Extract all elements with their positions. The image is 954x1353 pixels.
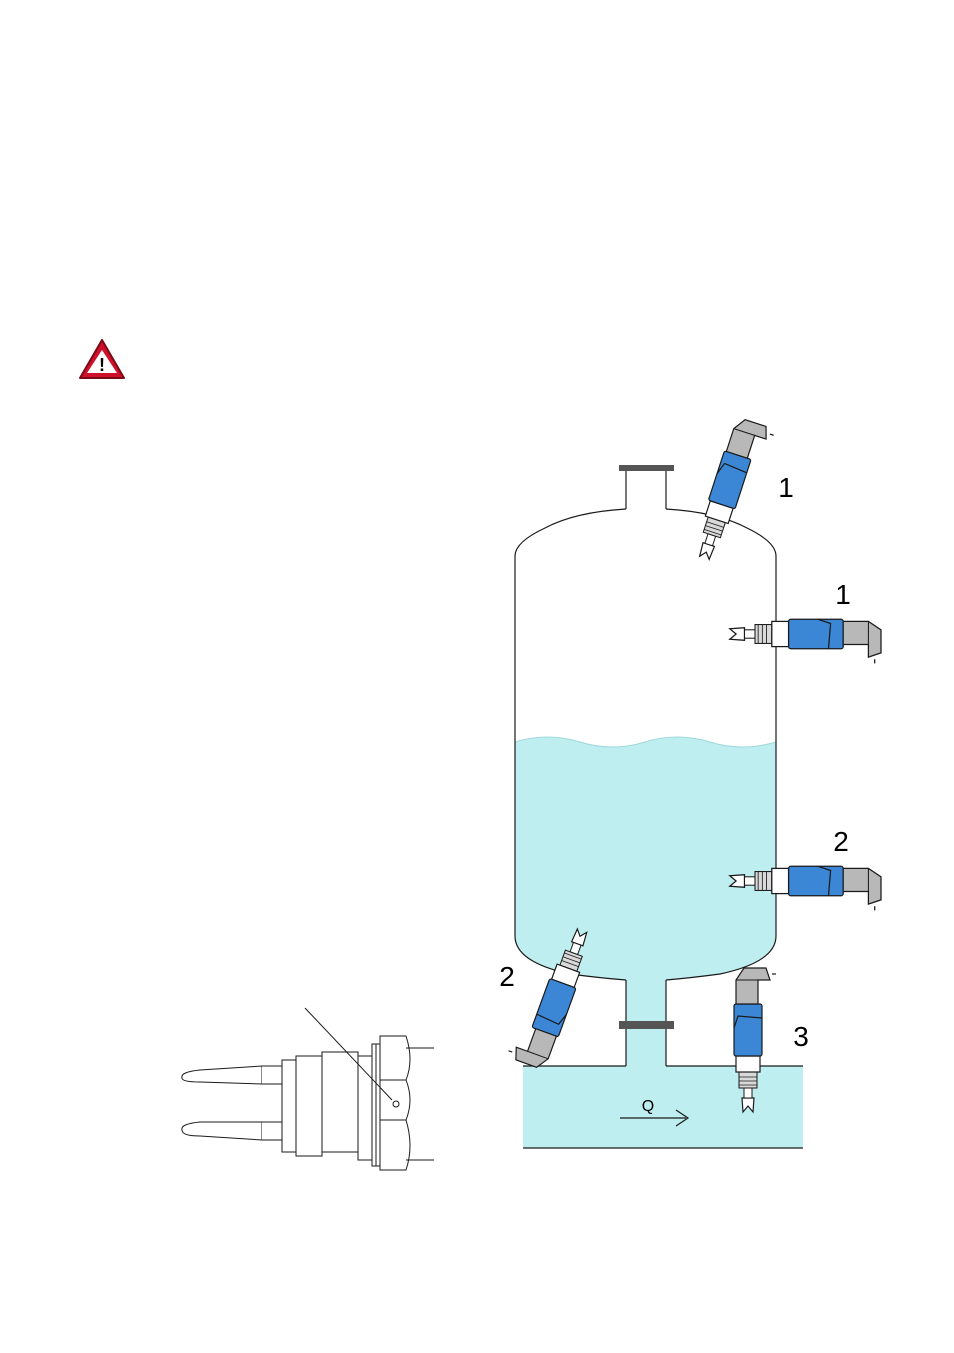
liquid-surface (514, 736, 777, 748)
label-sensor-top-tilted: 1 (778, 472, 794, 503)
flow-arrow (620, 1109, 690, 1127)
warning-triangle-icon: ! (79, 339, 125, 379)
vessel-liquid (515, 737, 776, 980)
flow-pipe (523, 1065, 803, 1149)
flow-label: Q (642, 1098, 654, 1115)
warning-glyph: ! (99, 355, 105, 375)
sensor-top-side (729, 618, 882, 665)
label-sensor-top-side: 1 (835, 579, 851, 610)
top-nozzle (619, 465, 674, 509)
sensor-top-tilted (690, 415, 777, 568)
bottom-nozzle (619, 980, 674, 1068)
label-sensor-bottom-tilted: 2 (499, 961, 515, 992)
label-sensor-pipe: 3 (793, 1021, 809, 1052)
label-sensor-mid-side: 2 (833, 826, 849, 857)
sensor-fork-detail (181, 1007, 434, 1171)
